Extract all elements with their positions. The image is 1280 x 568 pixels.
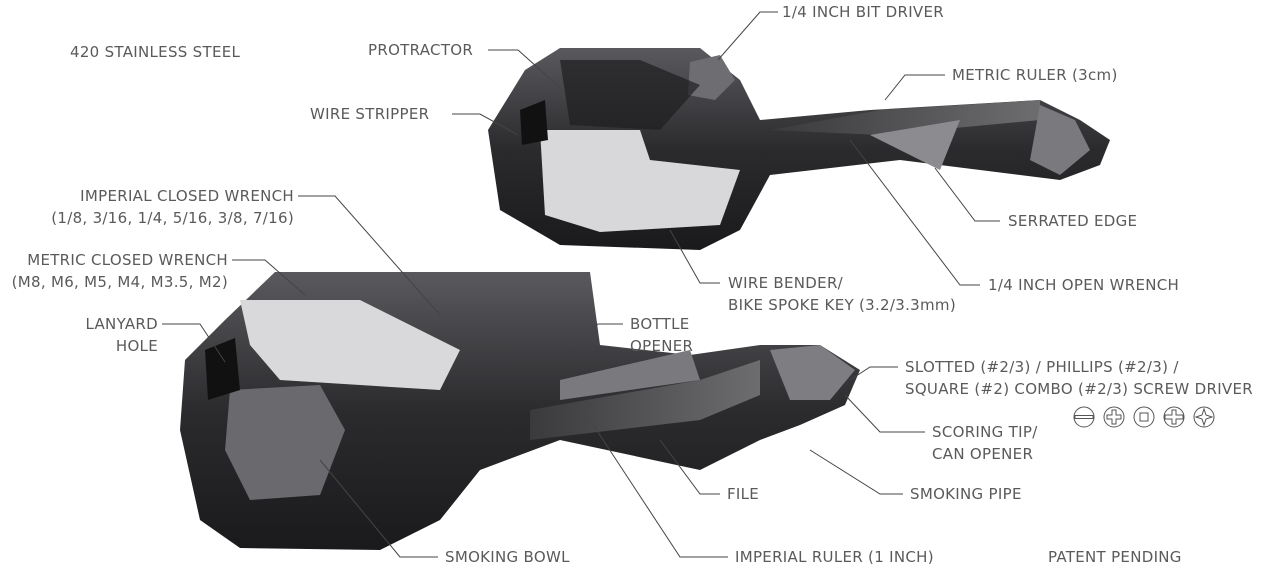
top-key [488, 48, 1110, 250]
leader-lines [162, 11, 1000, 558]
bottle-line1: BOTTLE [630, 315, 690, 333]
scoring-tip-label: SCORING TIP/ CAN OPENER [932, 421, 1038, 465]
file-label: FILE [727, 485, 760, 503]
lanyard-line1: LANYARD [85, 315, 158, 333]
screwdriver-line1: SLOTTED (#2/3) / PHILLIPS (#2/3) / [905, 358, 1179, 376]
patent-pending-label: PATENT PENDING [1048, 548, 1182, 566]
screwdriver-line2: SQUARE (#2) COMBO (#2/3) SCREW DRIVER [905, 380, 1253, 398]
imperial-wrench-label: IMPERIAL CLOSED WRENCH (1/8, 3/16, 1/4, … [51, 185, 294, 229]
scoring-line1: SCORING TIP/ [932, 423, 1038, 441]
metric-wrench-title: METRIC CLOSED WRENCH [27, 251, 228, 269]
material-label: 420 STAINLESS STEEL [70, 43, 241, 61]
protractor-label: PROTRACTOR [368, 41, 474, 59]
slotted-icon [1072, 405, 1096, 429]
lanyard-line2: HOLE [115, 337, 158, 355]
smoking-bowl-label: SMOKING BOWL [445, 548, 570, 566]
smoking-pipe-label: SMOKING PIPE [910, 485, 1022, 503]
screwdriver-label: SLOTTED (#2/3) / PHILLIPS (#2/3) / SQUAR… [905, 356, 1253, 400]
combo-icon [1162, 405, 1186, 429]
bottom-key [180, 272, 860, 550]
phillips-alt-icon [1192, 405, 1216, 429]
wire-bender-line2: BIKE SPOKE KEY (3.2/3.3mm) [728, 296, 956, 314]
bit-driver-label: 1/4 INCH BIT DRIVER [782, 3, 944, 21]
imperial-wrench-title: IMPERIAL CLOSED WRENCH [80, 187, 294, 205]
screw-type-icons [1072, 405, 1216, 429]
scoring-line2: CAN OPENER [932, 445, 1034, 463]
open-wrench-label: 1/4 INCH OPEN WRENCH [988, 276, 1180, 294]
lanyard-hole-label: LANYARD HOLE [85, 313, 158, 357]
imperial-wrench-sizes: (1/8, 3/16, 1/4, 5/16, 3/8, 7/16) [51, 209, 294, 227]
serrated-edge-label: SERRATED EDGE [1008, 212, 1138, 230]
bottle-opener-label: BOTTLE OPENER [630, 313, 693, 357]
bottle-line2: OPENER [630, 337, 694, 355]
metric-wrench-sizes: (M8, M6, M5, M4, M3.5, M2) [11, 273, 228, 291]
wire-stripper-label: WIRE STRIPPER [310, 105, 430, 123]
square-icon [1132, 405, 1156, 429]
wire-bender-label: WIRE BENDER/ BIKE SPOKE KEY (3.2/3.3mm) [728, 272, 956, 316]
imperial-ruler-label: IMPERIAL RULER (1 INCH) [735, 548, 934, 566]
wire-bender-line1: WIRE BENDER/ [728, 274, 844, 292]
metric-wrench-label: METRIC CLOSED WRENCH (M8, M6, M5, M4, M3… [12, 249, 228, 293]
metric-ruler-label: METRIC RULER (3cm) [952, 66, 1118, 84]
phillips-icon [1102, 405, 1126, 429]
